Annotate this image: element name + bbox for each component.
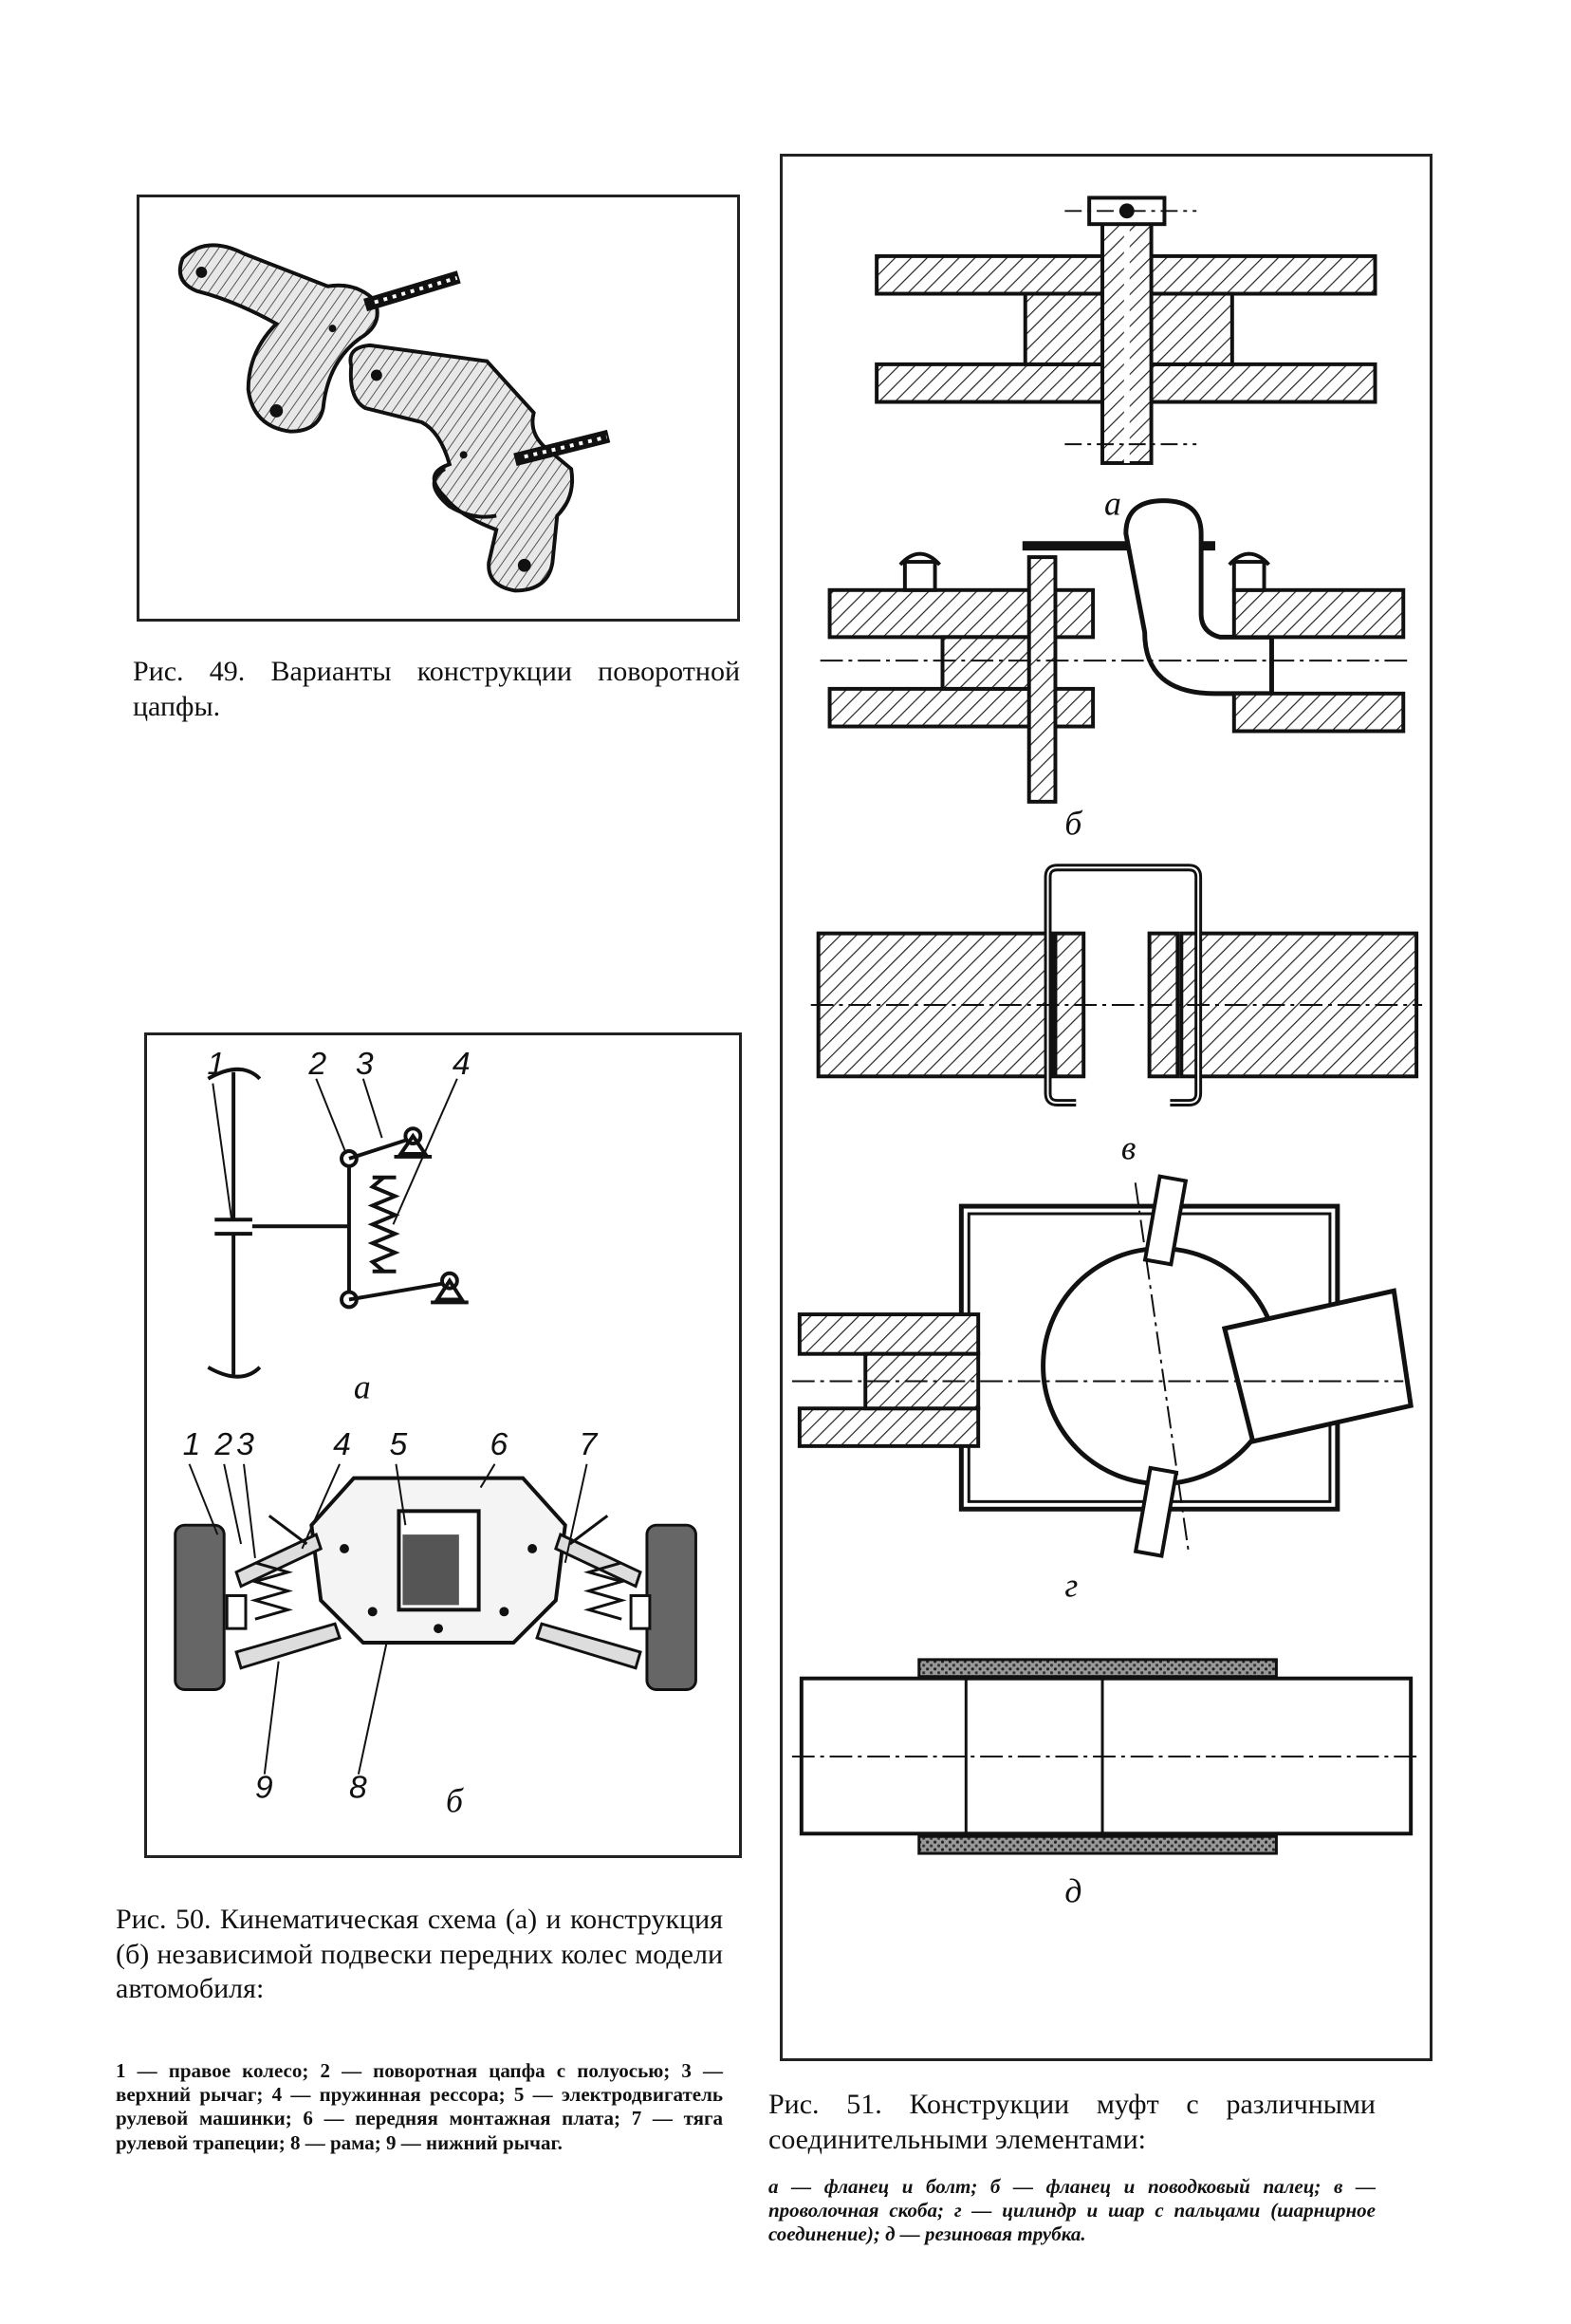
wheel-right bbox=[645, 1523, 697, 1692]
photo-label-6: 6 bbox=[490, 1427, 508, 1462]
fig51-image-frame: а б в bbox=[780, 154, 1432, 2061]
fig51-caption: Рис. 51. Конструкции муфт с различными с… bbox=[768, 2089, 1376, 2155]
schema-label-1: 1 bbox=[207, 1047, 225, 1082]
coupling-b-flange-pin: б bbox=[820, 498, 1414, 843]
photo-label-4: 4 bbox=[333, 1427, 351, 1462]
photo-label-1: 1 bbox=[183, 1427, 201, 1462]
suspension-figure: 1 2 3 4 а 1 bbox=[174, 1047, 697, 1819]
kinematic-scheme: 1 2 3 4 а bbox=[207, 1047, 470, 1406]
photo-label-5: 5 bbox=[390, 1427, 408, 1462]
fig50-legend: 1 — правое колесо; 2 — поворотная цапфа … bbox=[116, 2059, 723, 2154]
fig50-sublabel-b: б bbox=[446, 1781, 464, 1819]
steering-motor bbox=[402, 1534, 459, 1606]
fig51-sublabel-b: б bbox=[1064, 805, 1082, 843]
coupling-v-wire-clip: в bbox=[810, 864, 1423, 1167]
fig50-caption: Рис. 50. Кинематическая схема (а) и конс… bbox=[116, 1904, 723, 2005]
trunnion-part-left bbox=[177, 243, 379, 434]
photo-label-3: 3 bbox=[236, 1427, 254, 1462]
coupling-a-flange-bolt: а bbox=[875, 195, 1377, 522]
fig51-sublabel-a: а bbox=[1104, 484, 1121, 522]
fig50-sublabel-a: а bbox=[354, 1367, 371, 1405]
fig49-image-frame bbox=[137, 195, 740, 622]
coupling-g-ball-joint: г bbox=[791, 1174, 1414, 1604]
suspension-photo: 1 2 3 4 5 6 7 9 8 б bbox=[174, 1427, 697, 1819]
schema-label-2: 2 bbox=[307, 1047, 326, 1082]
schema-label-4: 4 bbox=[453, 1047, 471, 1082]
trunnion-parts-photo bbox=[177, 243, 611, 593]
fig51-sublabel-v: в bbox=[1121, 1129, 1137, 1167]
fig51-sublabel-d: д bbox=[1064, 1872, 1081, 1910]
photo-label-7: 7 bbox=[580, 1427, 599, 1462]
schema-label-3: 3 bbox=[356, 1047, 374, 1082]
couplings-figure: а б в bbox=[791, 195, 1423, 1910]
trunnion-part-right bbox=[348, 343, 575, 593]
fig50-image-frame: 1 2 3 4 а 1 bbox=[144, 1032, 742, 1858]
coupling-d-rubber-tube: д bbox=[791, 1658, 1423, 1910]
fig49-caption: Рис. 49. Варианты конструкции поворотной… bbox=[133, 656, 740, 722]
fig51-legend: а — фланец и болт; б — фланец и поводков… bbox=[768, 2175, 1376, 2246]
fig51-sublabel-g: г bbox=[1064, 1566, 1078, 1604]
wheel-left bbox=[174, 1523, 226, 1692]
photo-label-9: 9 bbox=[255, 1770, 273, 1805]
photo-label-2: 2 bbox=[213, 1427, 232, 1462]
photo-label-8: 8 bbox=[349, 1770, 367, 1805]
